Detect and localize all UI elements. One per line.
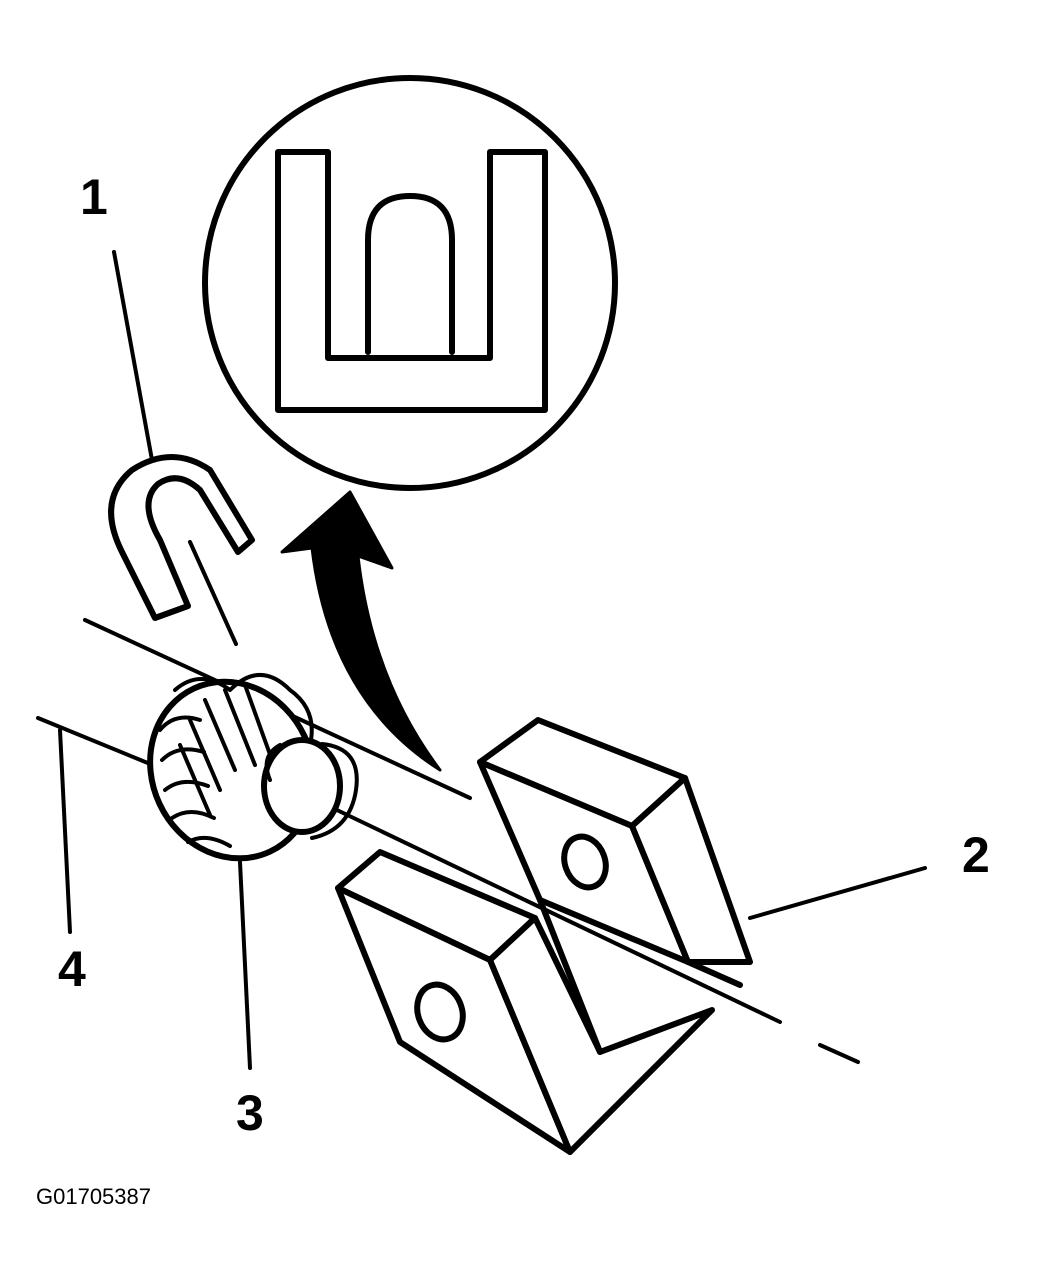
callout-2: 2 (962, 827, 990, 883)
detail-circle (202, 75, 618, 491)
leader-4b (58, 728, 72, 934)
callout-4: 4 (58, 941, 86, 997)
detail-view (202, 75, 618, 491)
retaining-clip (108, 454, 255, 621)
figure-id: G01705387 (36, 1184, 151, 1209)
leader-2 (748, 866, 927, 920)
curved-arrow (280, 490, 442, 772)
bracket (335, 717, 753, 1155)
leader-1b (188, 540, 238, 646)
leader-1 (112, 250, 154, 462)
leader-4a (36, 716, 162, 770)
callout-3: 3 (236, 1085, 264, 1141)
shaft-line (314, 798, 782, 1024)
shaft-axis-end (818, 1043, 860, 1064)
detail-clip-inner (365, 193, 455, 355)
detail-clip-outer (275, 149, 548, 413)
gear (147, 673, 359, 862)
leader-3 (238, 860, 252, 1070)
callout-1: 1 (80, 169, 108, 225)
